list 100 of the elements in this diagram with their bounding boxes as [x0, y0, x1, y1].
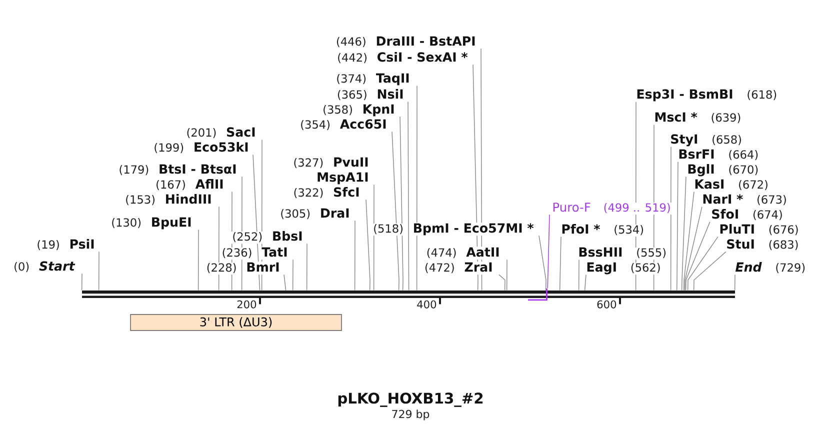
enzyme-label: DraIII - BstAPI	[376, 36, 475, 46]
position-number: (442)	[338, 53, 366, 64]
position-number: (358)	[324, 105, 352, 116]
leader-line	[676, 161, 678, 291]
primer-label: Puro-F	[553, 202, 590, 212]
position-number: (374)	[337, 74, 366, 84]
leader-line	[538, 235, 546, 291]
leader-line	[392, 131, 400, 291]
enzyme-label: BbsI	[273, 231, 302, 241]
leader-line	[373, 184, 374, 291]
leader-line	[81, 273, 82, 291]
position-number: (729)	[776, 263, 805, 274]
enzyme-label: KasI	[695, 179, 724, 189]
position-number: (167)	[156, 180, 185, 190]
enzyme-label: StuI	[727, 239, 754, 249]
position-number: (322)	[294, 188, 323, 198]
position-number: (472)	[425, 263, 454, 274]
position-number: (658)	[712, 135, 741, 146]
enzyme-label: HindIII	[166, 194, 211, 204]
leader-line	[306, 243, 308, 291]
leader-line	[653, 124, 654, 291]
enzyme-label: KpnI	[364, 104, 394, 116]
primer-line	[528, 288, 548, 301]
enzyme-label: TatI	[262, 247, 287, 257]
leader-line	[635, 101, 636, 291]
position-number: (518)	[374, 224, 402, 234]
position-number: (618)	[748, 90, 776, 100]
enzyme-label: BglI	[688, 164, 714, 176]
position-number: (534)	[614, 225, 644, 236]
position-number: (252)	[233, 232, 262, 242]
leader-line	[284, 274, 286, 291]
position-number: (474)	[427, 248, 456, 258]
sequence-end-label: End	[735, 262, 762, 272]
enzyme-label: EagI	[587, 262, 616, 274]
position-number: (236)	[222, 248, 252, 258]
enzyme-label: NsiI	[378, 89, 403, 99]
map-title: pLKO_HOXB13_#2	[338, 392, 483, 407]
position-number: (683)	[769, 240, 798, 250]
enzyme-label: BtsI - BtsαI	[160, 164, 236, 174]
position-number: (676)	[769, 225, 798, 236]
position-number: (664)	[729, 150, 758, 160]
leader-line	[480, 48, 482, 291]
leader-line	[252, 154, 260, 291]
leader-line	[684, 206, 702, 291]
sequence-backbone	[82, 290, 735, 298]
enzyme-label: SacI	[226, 127, 255, 137]
position-number: (674)	[753, 210, 782, 220]
enzyme-label: CsiI - SexAI *	[378, 52, 468, 62]
leader-line	[241, 176, 242, 291]
enzyme-label: PluTI	[720, 224, 754, 234]
leader-line	[416, 85, 418, 291]
feature-box: 3' LTR (ΔU3)	[130, 314, 342, 331]
enzyme-label: BpmI - Eco57MI *	[414, 223, 534, 236]
leader-line	[354, 220, 356, 291]
enzyme-label: SfoI	[712, 209, 738, 219]
leader-line	[685, 221, 710, 291]
position-number: (0)	[14, 262, 29, 272]
sequence-end-label: Start	[39, 261, 76, 271]
position-number: (201)	[187, 128, 216, 138]
position-number: (670)	[729, 165, 758, 176]
enzyme-label: BsrFI	[679, 149, 714, 159]
leader-line	[98, 251, 100, 291]
enzyme-label: PsiI	[70, 239, 94, 249]
position-number: (153)	[126, 195, 154, 206]
leader-line	[547, 214, 550, 289]
enzyme-label: BpuEI	[152, 217, 191, 230]
position-number: (179)	[120, 165, 148, 176]
leader-line	[687, 236, 718, 291]
leader-line	[400, 116, 404, 291]
leader-line	[578, 259, 580, 291]
enzyme-label: TaqII	[376, 73, 409, 86]
tick-label: 200	[237, 300, 256, 308]
sequence-length: 729 bp	[392, 410, 430, 420]
leader-line	[683, 191, 694, 291]
leader-line	[670, 146, 672, 291]
position-number: (672)	[739, 180, 768, 190]
enzyme-label: ZraI	[464, 262, 492, 272]
enzyme-label: Acc65I	[340, 119, 386, 129]
leader-line	[218, 206, 220, 291]
tick-label: 400	[417, 300, 436, 308]
leader-line	[261, 139, 262, 291]
position-number: (673)	[758, 195, 786, 206]
enzyme-label: Esp3I - BsmBI	[637, 89, 732, 102]
position-number: (365)	[338, 90, 366, 100]
position-number: (305)	[281, 209, 310, 220]
enzyme-label: MspA1I	[318, 172, 368, 184]
enzyme-label: SfcI	[334, 187, 359, 197]
position-number: (327)	[294, 158, 323, 168]
position-number: (130)	[112, 218, 141, 228]
position-number: (446)	[336, 37, 366, 48]
leader-line	[734, 274, 736, 291]
leader-line	[681, 176, 686, 291]
enzyme-label: AatII	[466, 247, 499, 257]
leader-line	[559, 236, 562, 291]
enzyme-label: PvuII	[334, 157, 368, 167]
leader-line	[292, 259, 294, 291]
position-number: (199)	[154, 143, 184, 154]
leader-line	[472, 64, 478, 291]
leader-line	[584, 274, 586, 291]
position-number: (228)	[207, 263, 236, 274]
